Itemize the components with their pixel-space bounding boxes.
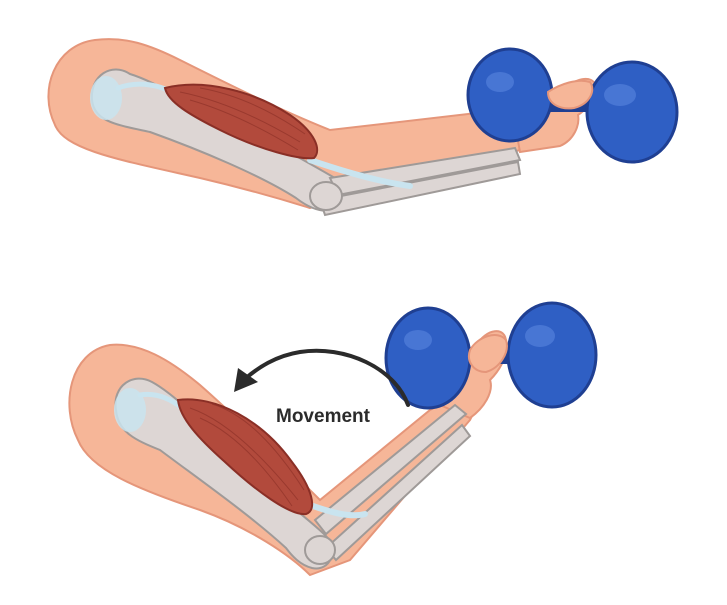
dumbbell-weight-right <box>587 62 677 162</box>
movement-label: Movement <box>276 406 371 427</box>
shoulder-joint <box>90 76 122 120</box>
elbow-joint <box>310 182 342 210</box>
elbow-joint <box>305 536 335 564</box>
dumbbell-weight-left <box>468 49 552 141</box>
dumbbell-weight-right <box>508 303 596 407</box>
dumbbell-weight-left <box>386 308 470 408</box>
